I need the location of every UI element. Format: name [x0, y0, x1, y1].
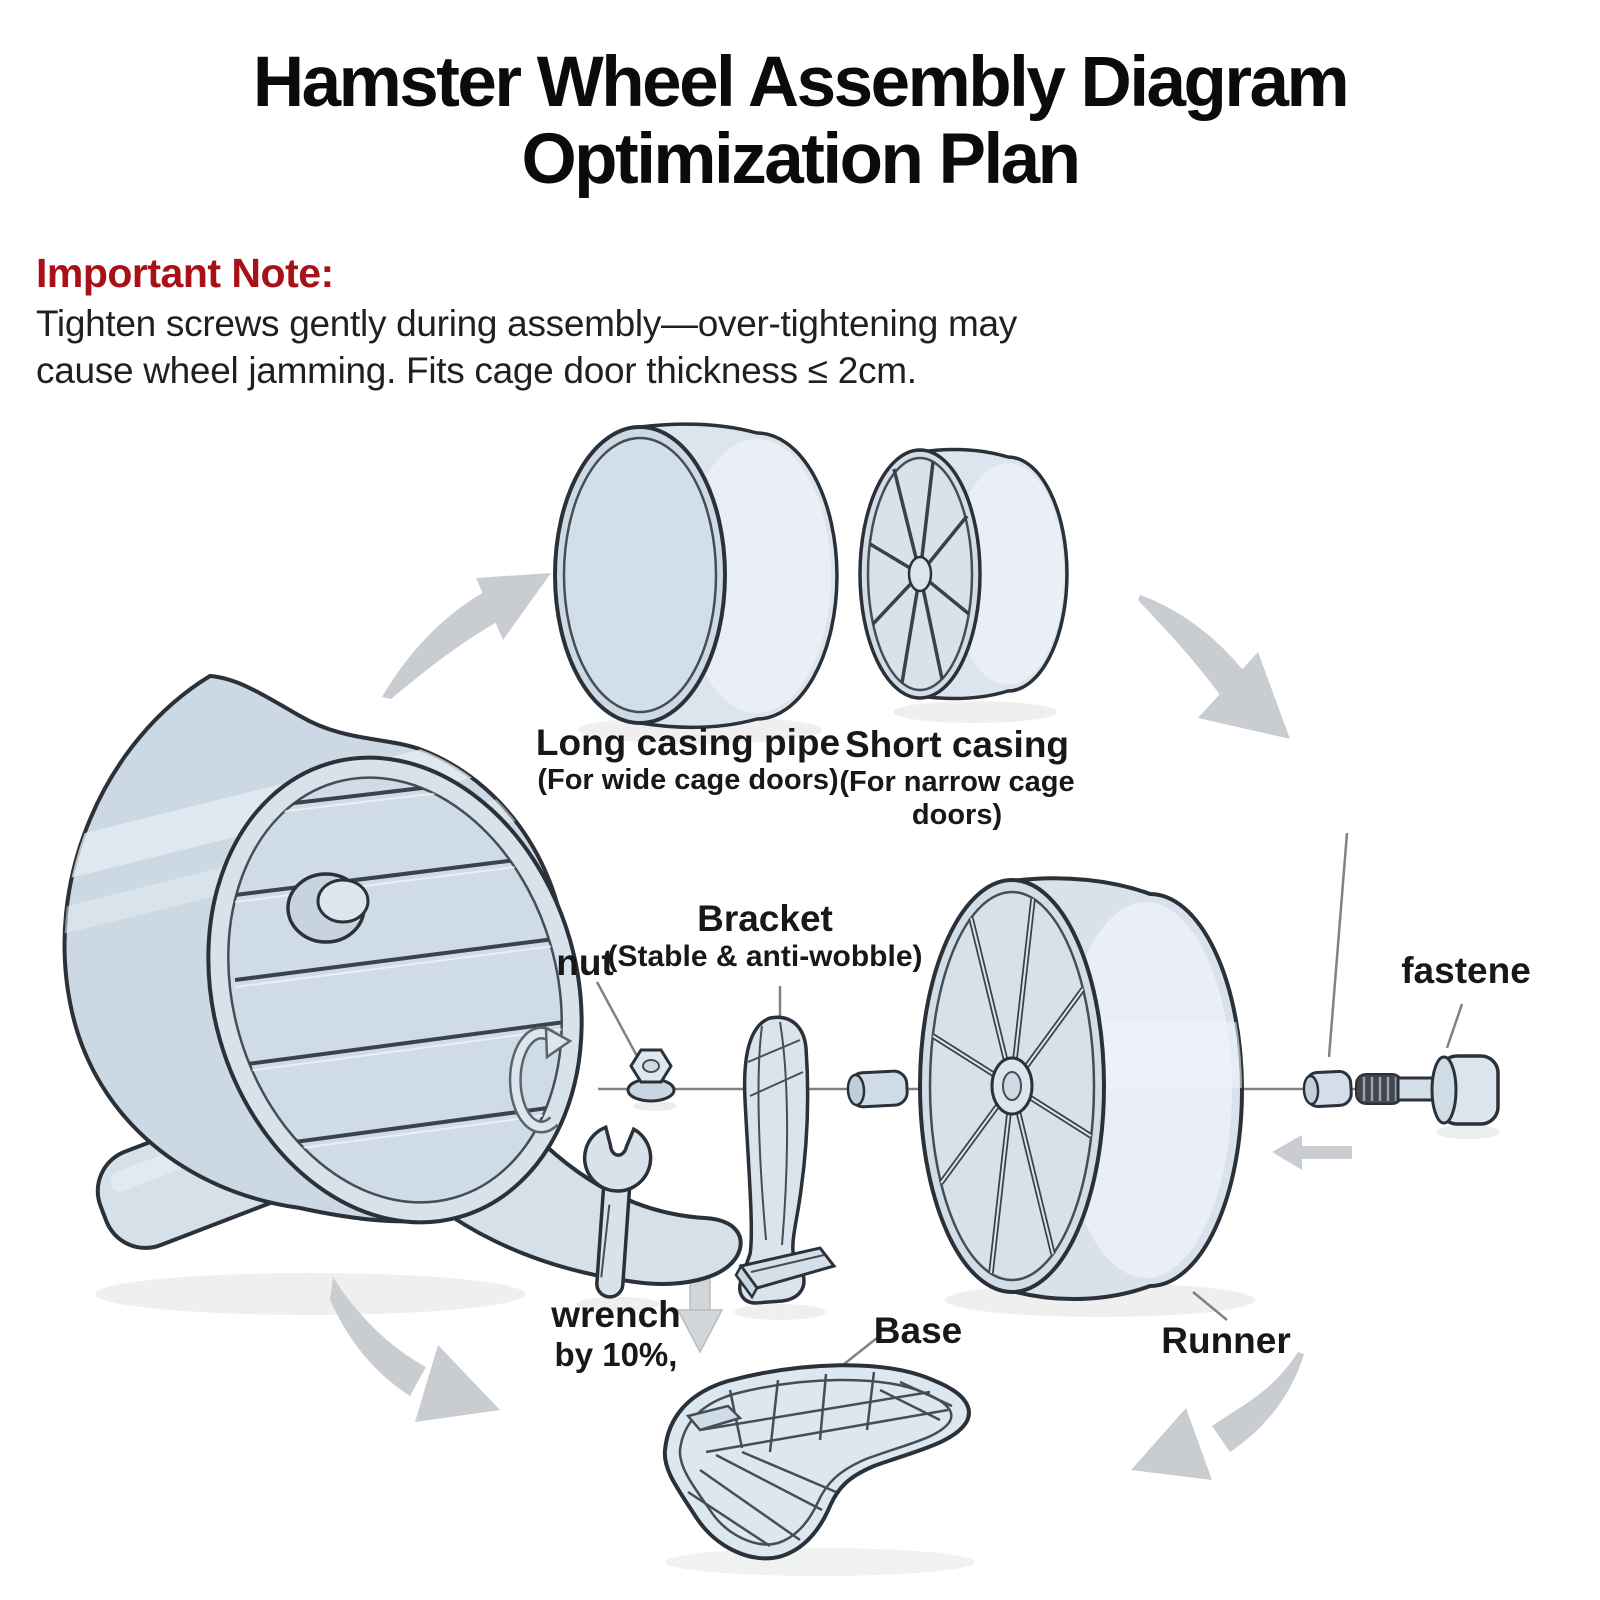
label-bracket-sub: (Stable & anti-wobble)	[607, 940, 923, 974]
label-wrench: wrench by 10%,	[551, 1294, 681, 1374]
runner-wheel-illustration	[918, 876, 1244, 1302]
important-note-heading: Important Note:	[36, 250, 334, 296]
important-note-line1: Tighten screws gently during assembly—ov…	[36, 303, 1017, 344]
short-casing-illustration	[858, 447, 1069, 701]
label-bracket: Bracket (Stable & anti-wobble)	[608, 898, 923, 974]
label-nut: nut	[556, 942, 614, 983]
cycle-arrow-top-right-icon	[1138, 595, 1290, 739]
label-short-casing: Short casing (For narrow cage doors)	[839, 724, 1074, 832]
label-short-casing-name: Short casing	[844, 724, 1070, 765]
label-short-casing-sub2: doors)	[911, 799, 1003, 832]
label-base: Base	[873, 1310, 963, 1351]
bracket-illustration	[734, 1015, 837, 1305]
label-wrench-name: wrench	[551, 1294, 681, 1335]
page-title-line2: Optimization Plan	[521, 120, 1081, 200]
important-note: Important Note: Tighten screws gently du…	[36, 250, 1136, 394]
axle-pipe-illustration	[846, 1069, 909, 1109]
base-plate-illustration	[662, 1363, 971, 1561]
thumbscrew-illustration	[1355, 1054, 1500, 1126]
label-wrench-sub: by 10%,	[554, 1336, 678, 1374]
long-casing-illustration	[553, 422, 839, 730]
page-title-line1: Hamster Wheel Assembly Diagram	[252, 43, 1350, 122]
circlip-illustration	[508, 1025, 573, 1134]
cycle-arrow-top-left-icon	[382, 573, 551, 699]
wrench-illustration	[582, 1124, 653, 1299]
cycle-arrow-bottom-right-icon	[1131, 1352, 1304, 1480]
important-note-line2: cause wheel jamming. Fits cage door thic…	[36, 349, 917, 391]
label-short-casing-sub1: (For narrow cage	[839, 766, 1075, 799]
cycle-arrow-bottom-left-icon	[330, 1277, 500, 1422]
label-long-casing: Long casing pipe (For wide cage doors)	[536, 722, 840, 797]
label-runner: Runner	[1161, 1320, 1291, 1361]
spacer-illustration	[1302, 1069, 1353, 1109]
label-long-casing-name: Long casing pipe	[535, 722, 841, 763]
left-arrow-icon	[1272, 1135, 1352, 1170]
page-title: Hamster Wheel Assembly Diagram Optimizat…	[0, 44, 1600, 199]
label-fastener: fastene	[1401, 950, 1531, 991]
nut-illustration	[626, 1048, 676, 1103]
assembled-wheel-illustration	[62, 673, 743, 1286]
label-bracket-name: Bracket	[697, 898, 833, 939]
label-long-casing-sub: (For wide cage doors)	[537, 764, 839, 797]
